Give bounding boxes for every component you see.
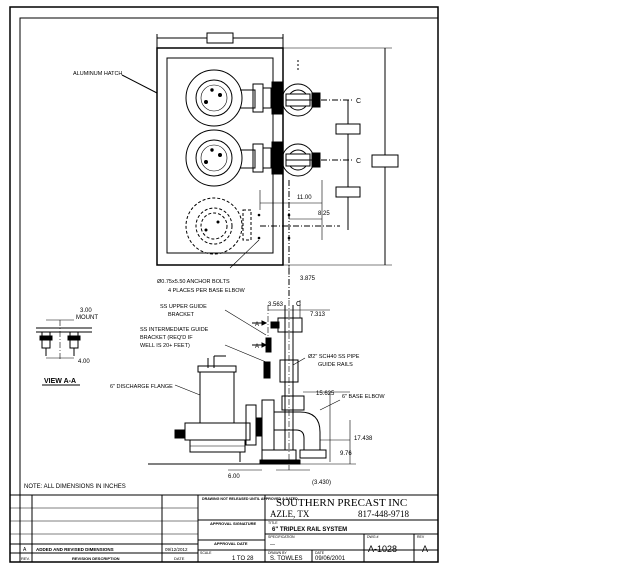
pump-1 xyxy=(185,69,321,127)
scale-label: SCALE xyxy=(200,551,212,555)
elevation-view xyxy=(148,300,356,471)
label-pipe-1: Ø2" SCH40 SS PIPE xyxy=(308,354,360,360)
cl-mark-3: C xyxy=(296,301,301,308)
scale-value: 1 TO 28 xyxy=(232,556,254,562)
view-a-a xyxy=(36,319,92,386)
approval-date-label: APPROVAL DATE xyxy=(214,541,248,546)
company-name: SOUTHERN PRECAST INC xyxy=(276,497,407,509)
rev-value: A xyxy=(422,544,428,554)
dim-3563: 3.563 xyxy=(268,302,284,308)
label-base-elbow: 6" BASE ELBOW xyxy=(342,394,385,400)
label-mount-2: MOUNT xyxy=(76,315,98,321)
company-city: AZLE, TX xyxy=(270,509,310,519)
rev-row-desc: ADDED AND REVISED DIMENSIONS xyxy=(36,547,114,552)
title-label: TITLE xyxy=(268,521,278,525)
label-upper-bracket-1: SS UPPER GUIDE xyxy=(160,304,207,310)
drawn-by-label: DRAWN BY xyxy=(268,551,287,555)
drawn-by-value: S. TOWLES xyxy=(270,556,302,562)
wet-well-outline xyxy=(156,47,284,266)
plan-view xyxy=(121,32,399,300)
dim-976: 9.76 xyxy=(340,451,352,457)
title-block xyxy=(10,494,438,562)
rev-label: REV xyxy=(417,535,425,539)
section-mark-a-2: A xyxy=(255,344,259,350)
pump-motor xyxy=(199,367,235,424)
label-view-aa: VIEW A-A xyxy=(44,378,76,385)
dwg-number: A-1028 xyxy=(368,544,397,554)
dim-600: 6.00 xyxy=(228,474,240,480)
approval-signature-label: APPROVAL SIGNATURE xyxy=(210,521,257,526)
dim-7313: 7.313 xyxy=(310,312,326,318)
dim-825: 8.25 xyxy=(318,211,330,217)
label-aluminum-hatch: ALUMINUM HATCH xyxy=(73,71,122,77)
company-phone: 817-448-9718 xyxy=(358,509,409,519)
dim-15625: 15.625 xyxy=(316,391,335,397)
cl-mark-1: C xyxy=(356,98,361,105)
drawing-title: 6" TRIPLEX RAIL SYSTEM xyxy=(272,527,347,533)
cl-mark-2: C xyxy=(356,158,361,165)
dim-3875: 3.875 xyxy=(300,276,316,282)
rev-row-letter: A xyxy=(23,547,27,553)
label-int-bracket-3: WELL IS 20+ FEET) xyxy=(140,343,190,349)
dim-17438: 17.438 xyxy=(354,436,373,442)
pump-3-dashed xyxy=(185,197,252,255)
label-int-bracket-1: SS INTERMEDIATE GUIDE xyxy=(140,327,209,333)
top-dim-box xyxy=(206,32,234,44)
label-anchor-bolts-2: 4 PLACES PER BASE ELBOW xyxy=(168,288,246,294)
date-value: 09/06/2001 xyxy=(315,556,346,562)
rev-row-date: 09/12/2012 xyxy=(165,547,188,552)
col-date: DATE xyxy=(174,556,185,561)
dim-3430: (3.430) xyxy=(312,480,331,486)
label-pipe-2: GUIDE RAILS xyxy=(318,362,353,368)
dim-400: 4.00 xyxy=(78,359,90,365)
dwg-label: DWG # xyxy=(367,535,379,539)
date-label: DATE xyxy=(315,551,325,555)
label-discharge-flange: 6" DISCHARGE FLANGE xyxy=(110,384,173,390)
spec-label: SPECIFICATION xyxy=(268,535,295,539)
note-dimensions: NOTE: ALL DIMENSIONS IN INCHES xyxy=(24,484,126,490)
col-rev: REV. xyxy=(21,556,30,561)
label-int-bracket-2: BRACKET (REQ'D IF xyxy=(140,335,193,341)
label-upper-bracket-2: BRACKET xyxy=(168,312,195,318)
spec-value: — xyxy=(270,542,275,548)
section-mark-a-1: A xyxy=(255,322,259,328)
drawn-not-released: DRAWING NOT RELEASED UNTIL APPROVED & DA… xyxy=(202,497,298,501)
label-anchor-bolts-1: Ø0.75x5.50 ANCHOR BOLTS xyxy=(157,279,230,285)
dim-11: 11.00 xyxy=(297,195,312,201)
label-mount-1: 3.00 xyxy=(80,308,92,314)
pump-2 xyxy=(185,129,321,187)
col-desc: REVISION DESCRIPTION xyxy=(72,556,120,561)
